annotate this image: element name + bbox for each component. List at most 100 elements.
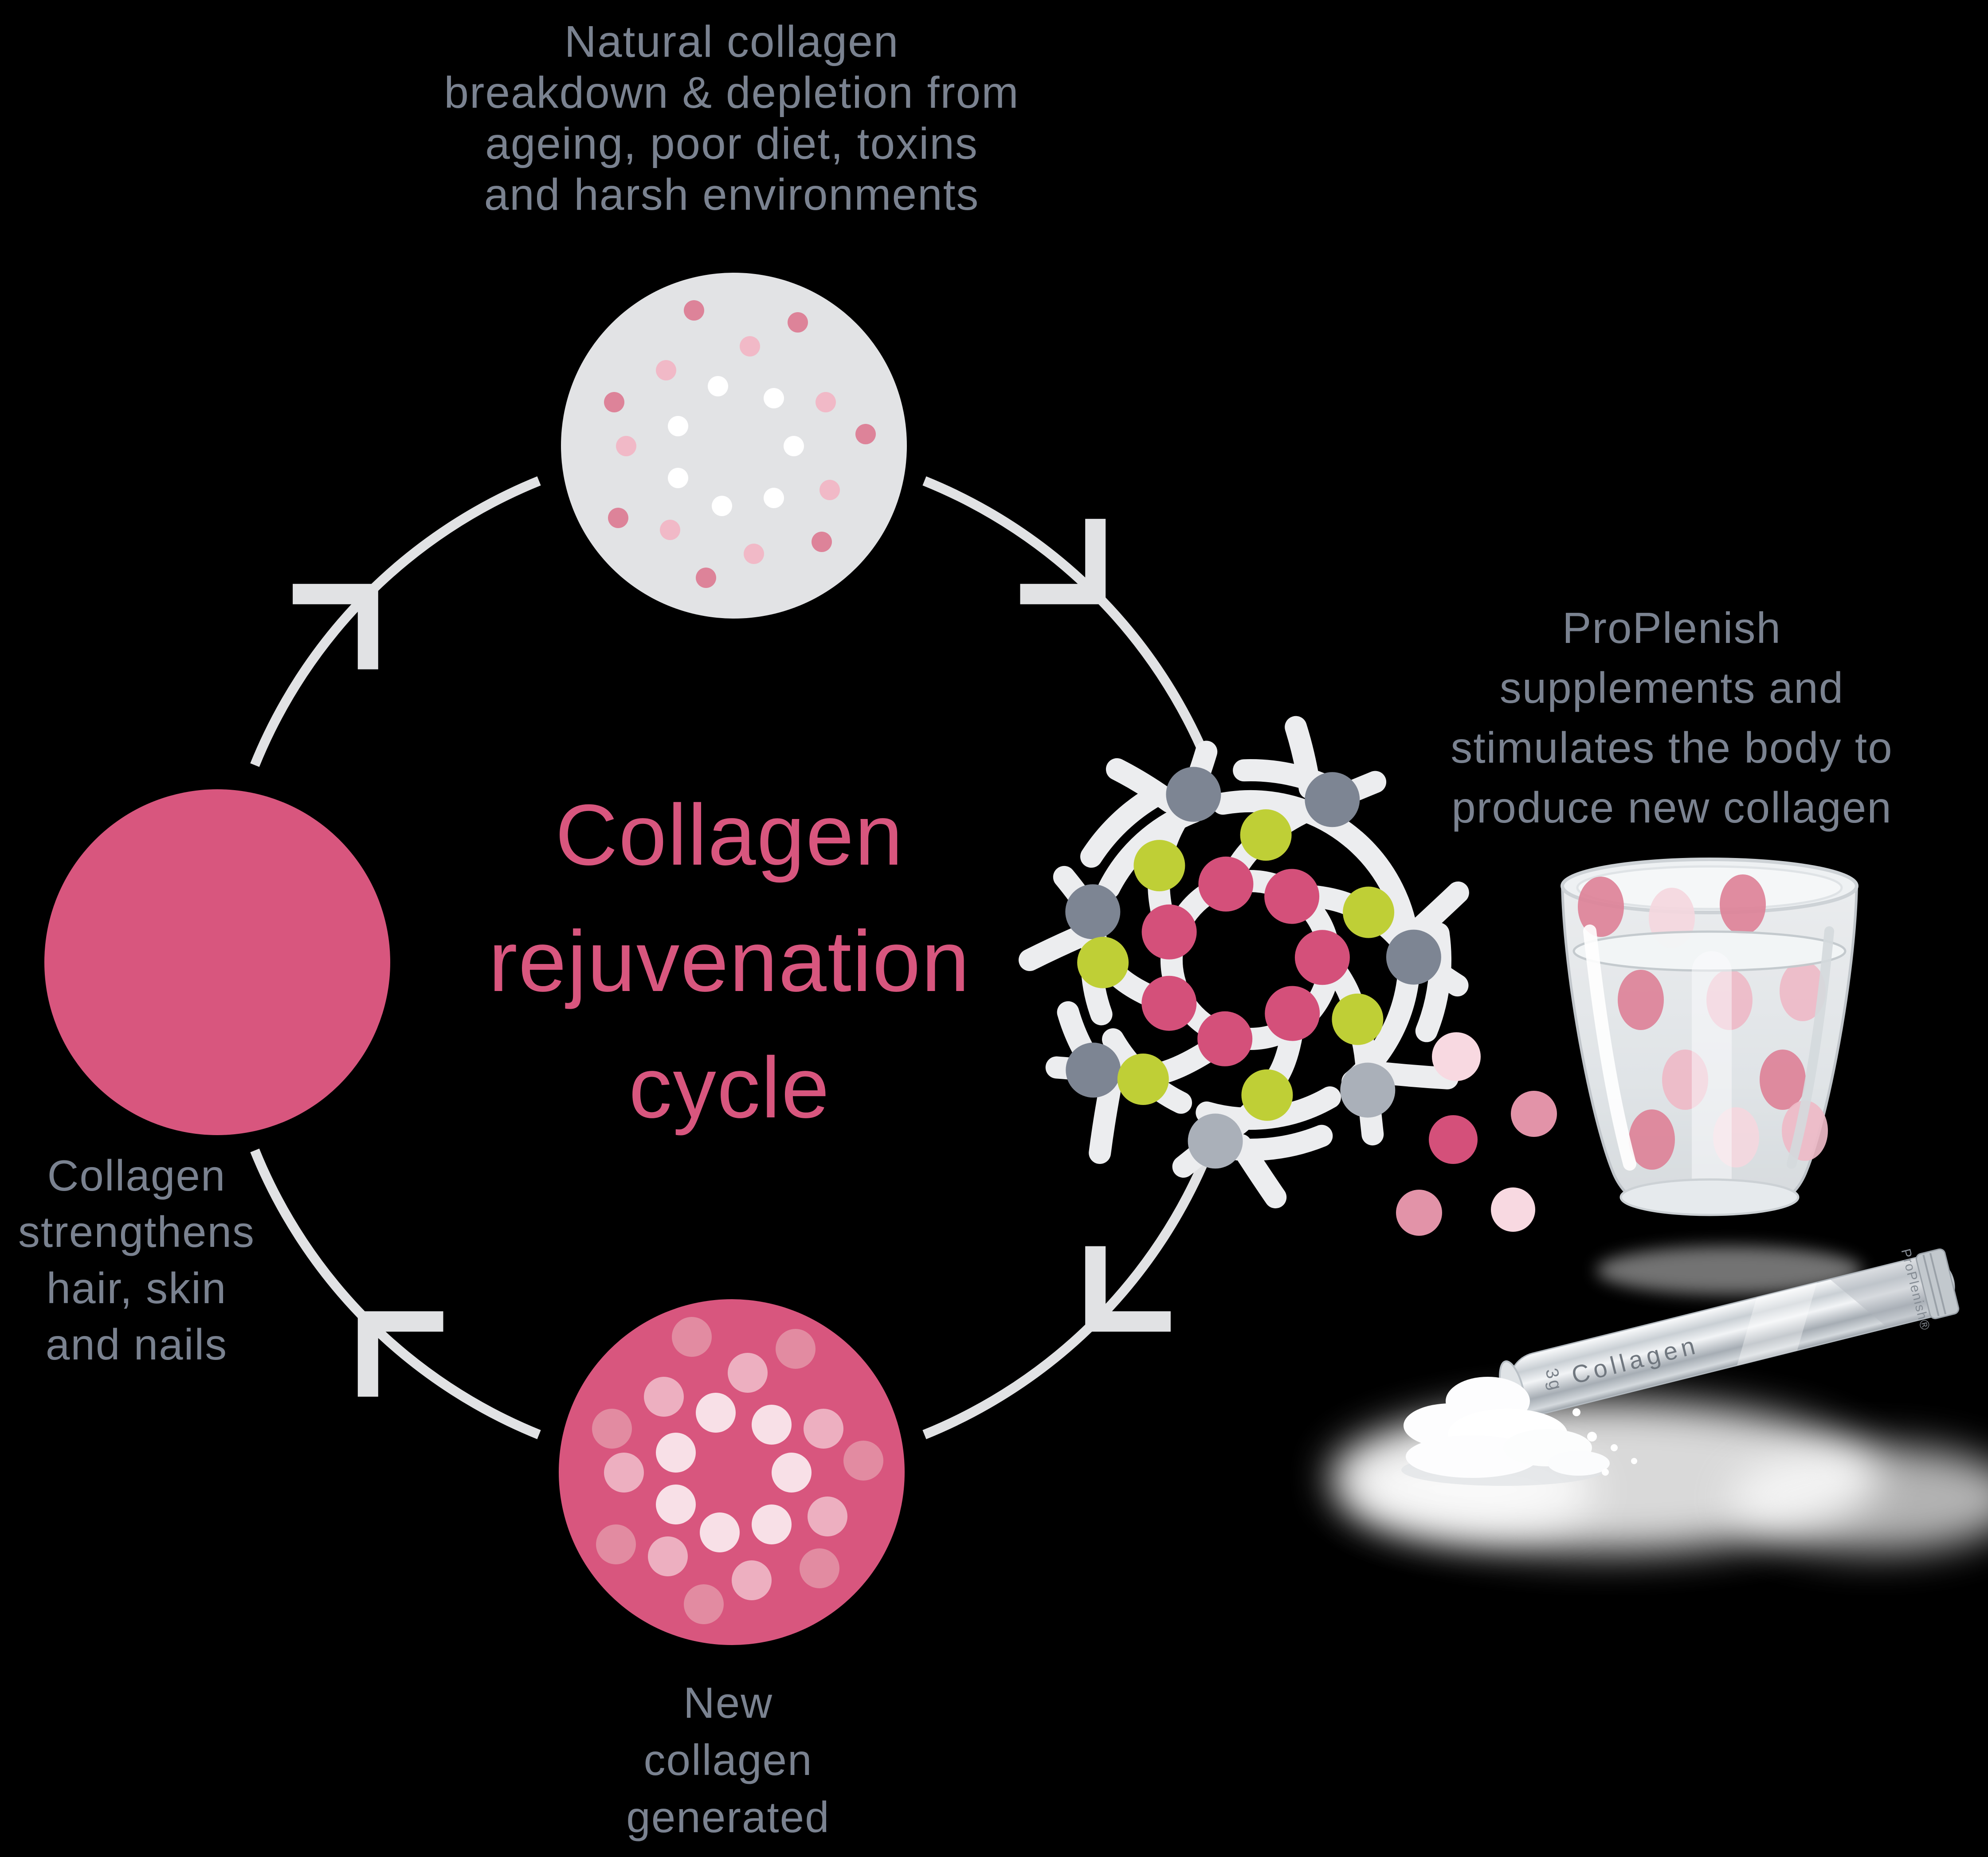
cell-dot <box>592 1409 632 1449</box>
cell-dot <box>772 1453 812 1493</box>
molecule-node-green <box>1241 1069 1293 1121</box>
molecule-node-gray <box>1166 767 1221 822</box>
product-photo: Collagen 3g ProPlenish® <box>1330 858 1988 1552</box>
cell-dot <box>604 1453 644 1493</box>
cell-dot <box>660 520 680 540</box>
glass-shade-right <box>1787 926 1834 1169</box>
title-line: cycle <box>629 1039 830 1136</box>
cell-dot <box>728 1353 768 1393</box>
caption-line: and nails <box>46 1320 227 1369</box>
cell-depleted <box>561 273 907 619</box>
cell-dot <box>816 392 836 412</box>
cell-dot <box>656 1485 696 1524</box>
cell-dot <box>855 424 876 444</box>
molecule-node-gray <box>1065 884 1121 940</box>
molecule-strand <box>1402 881 1469 945</box>
loose-dot <box>1429 1115 1478 1164</box>
molecule-node-green <box>1117 1054 1169 1105</box>
glass-dot <box>1720 874 1766 935</box>
glass-dot <box>1760 1050 1806 1110</box>
cell-strong <box>44 789 390 1135</box>
loose-dot <box>1491 1187 1535 1232</box>
cycle-arc <box>922 476 1213 767</box>
cell-dot <box>820 480 840 500</box>
molecule-node-gray_light <box>1188 1113 1243 1169</box>
molecule-node-green <box>1332 993 1384 1045</box>
cell-dot <box>668 416 688 436</box>
cell-dot <box>672 1317 712 1357</box>
caption-line: New <box>683 1678 773 1727</box>
cell-dot <box>752 1405 792 1445</box>
cell-dot <box>764 388 784 408</box>
loose-dot <box>1432 1032 1481 1081</box>
loose-dot <box>1396 1190 1442 1236</box>
cell-dot <box>668 468 688 488</box>
cell-dot <box>604 392 624 412</box>
cycle-ring <box>250 476 1213 1439</box>
cell-dot <box>696 1393 736 1433</box>
molecule-strand <box>1019 923 1097 971</box>
cell-dot <box>644 1377 684 1417</box>
cell-dot <box>800 1548 839 1588</box>
cell-body <box>561 273 907 619</box>
cell-dot <box>656 360 676 380</box>
glass-highlight-left <box>1583 925 1636 1171</box>
molecule-strand <box>1415 922 1451 1042</box>
cell-dot <box>740 336 760 357</box>
molecule-strand <box>1080 784 1167 868</box>
water-glass <box>1561 858 1859 1216</box>
cycle-arrow-icon <box>1085 1246 1171 1332</box>
cell-dot <box>732 1560 772 1600</box>
caption-line: Natural collagen <box>565 17 899 67</box>
molecule-node-pink <box>1265 986 1320 1041</box>
cell-dot <box>812 532 832 552</box>
cell-dot <box>784 436 804 456</box>
collagen-sachet: Collagen 3g ProPlenish® <box>1499 1247 1960 1419</box>
glass-dot <box>1629 1109 1675 1170</box>
molecule-strand <box>1226 1124 1333 1161</box>
molecule-strand <box>1212 790 1364 850</box>
cell-dot <box>843 1441 883 1481</box>
cell-dot <box>596 1524 636 1564</box>
title-line: rejuvenation <box>489 913 970 1010</box>
glass-dot <box>1618 970 1664 1030</box>
spilled-powder <box>1401 1377 1637 1486</box>
cycle-arrow-icon <box>1020 519 1106 604</box>
collagen-cells <box>44 273 907 1645</box>
caption-strengthens: Collagen strengthens hair, skin and nail… <box>18 1151 254 1369</box>
cell-dot <box>764 488 784 508</box>
caption-line: collagen <box>643 1736 812 1784</box>
caption-line: stimulates the body to <box>1451 723 1893 772</box>
cell-dot <box>752 1504 792 1544</box>
cycle-arc <box>250 1148 541 1439</box>
cell-dot <box>648 1536 688 1576</box>
caption-line: ageing, poor diet, toxins <box>485 119 978 168</box>
loose-dot <box>1511 1091 1557 1137</box>
cell-dot <box>700 1512 740 1552</box>
cycle-arrow-icon <box>293 584 378 670</box>
cell-dot <box>696 568 716 588</box>
molecule-node-pink <box>1294 930 1350 985</box>
cell-dot <box>808 1497 847 1536</box>
dissolving-collagen-dots <box>1396 1032 1557 1236</box>
diagram-title: Collagen rejuvenation cycle <box>489 787 970 1136</box>
cell-body <box>44 789 390 1135</box>
molecule-node-green <box>1077 936 1129 988</box>
cell-dot <box>712 496 732 516</box>
cell-dot <box>684 300 704 321</box>
glass-dot <box>1780 961 1826 1021</box>
caption-line: hair, skin <box>47 1264 227 1312</box>
cycle-arc <box>250 476 541 767</box>
caption-new-collagen: New collagen generated <box>626 1678 829 1841</box>
molecule-node-green <box>1133 840 1185 892</box>
molecule-node-green <box>1343 886 1395 938</box>
caption-depletion: Natural collagen breakdown & depletion f… <box>444 17 1018 219</box>
cell-dot <box>804 1409 843 1449</box>
molecule-node-pink <box>1198 856 1254 912</box>
cell-dot <box>684 1584 724 1624</box>
caption-line: produce new collagen <box>1451 783 1892 832</box>
cell-dot <box>608 508 628 528</box>
cell-new <box>559 1299 905 1645</box>
molecule-node-gray <box>1066 1042 1121 1098</box>
